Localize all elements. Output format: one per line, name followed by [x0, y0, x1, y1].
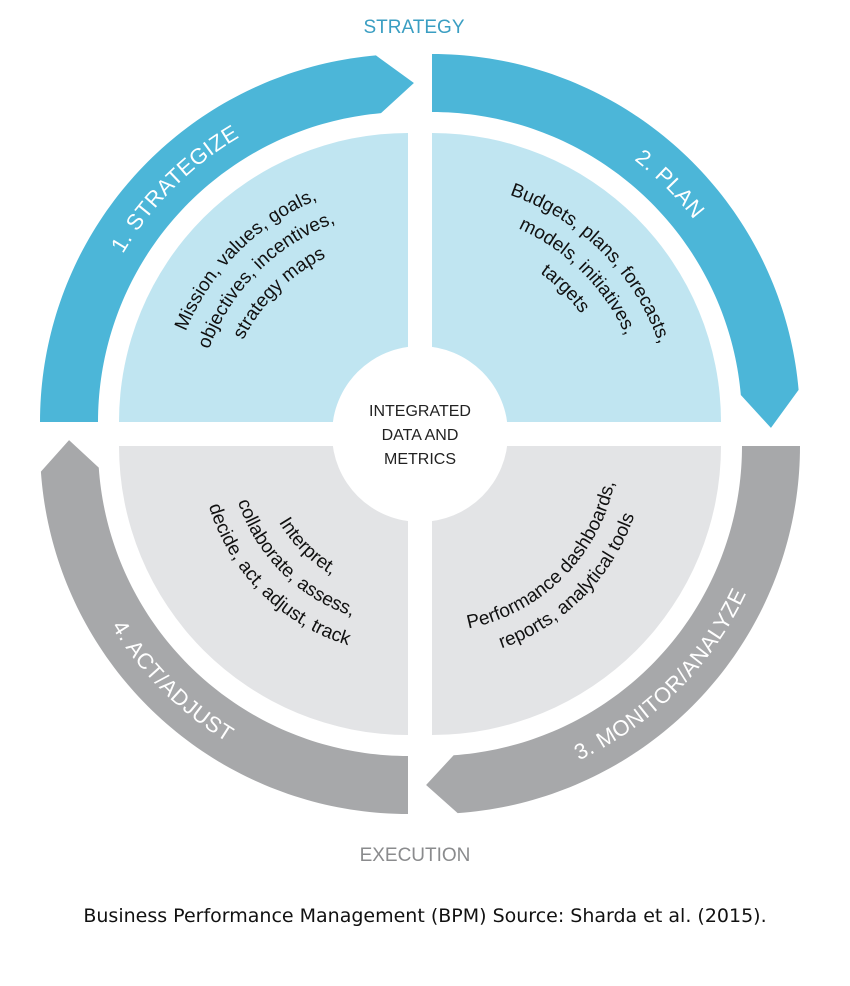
center-line-3: METRICS: [384, 451, 456, 468]
center-circle: [332, 346, 508, 522]
figure-caption: Business Performance Management (BPM) So…: [83, 905, 767, 927]
strategy-label: STRATEGY: [364, 17, 465, 38]
center-line-2: DATA AND: [382, 427, 459, 444]
quadrant-strategize: [119, 133, 408, 422]
bpm-cycle-diagram: INTEGRATED DATA AND METRICS STRATEGY EXE…: [40, 17, 800, 866]
quadrant-act-adjust: [119, 446, 408, 735]
execution-label: EXECUTION: [360, 845, 471, 866]
ring-arrow-plan: [432, 54, 799, 428]
quadrant-monitor-analyze: [432, 446, 721, 735]
quadrant-plan: [432, 133, 721, 422]
ring-arrow-strategize: [40, 55, 414, 422]
center-line-1: INTEGRATED: [369, 403, 471, 420]
ring-arrow-monitor-analyze: [426, 446, 800, 814]
ring-arrow-act-adjust: [40, 440, 409, 814]
